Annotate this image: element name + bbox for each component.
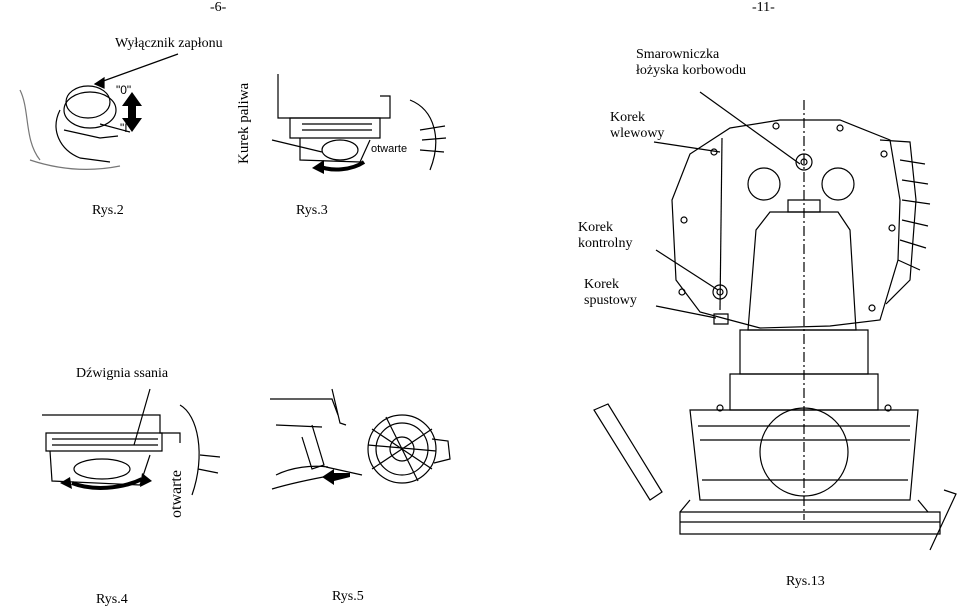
engine-front-view-illustration [580, 80, 960, 540]
curved-arrow-icon [312, 160, 324, 174]
drain-plug-label-line2: spustowy [584, 293, 637, 308]
fig4-caption: Rys.4 [96, 592, 128, 607]
check-plug-label-line1: Korek [578, 220, 613, 235]
page-number-left: -6- [210, 0, 227, 15]
double-arrow-icon [122, 92, 142, 132]
fig4-title: Dźwignia ssania [76, 366, 169, 381]
check-plug-label-line2: kontrolny [578, 236, 633, 251]
fig3-open-label: otwarte [371, 143, 408, 155]
fig3-vertical-label: Kurek paliwa [236, 82, 252, 164]
drain-plug-label-line1: Korek [584, 277, 619, 292]
fig3-caption: Rys.3 [296, 203, 328, 218]
fuel-valve-illustration [260, 70, 460, 174]
ignition-off-mark: "0" [116, 83, 131, 97]
fig4-open-label: otwarte [168, 470, 185, 518]
fill-plug-label-line1: Korek [610, 110, 645, 125]
page-number-right: -11- [752, 0, 775, 15]
lubricator-label-line1: Smarowniczka [636, 47, 720, 62]
ignition-switch-illustration: "0" "I" [0, 40, 240, 190]
pull-arrow-icon [322, 469, 350, 485]
fig2-caption: Rys.2 [92, 203, 124, 218]
fig13-caption: Rys.13 [786, 574, 825, 589]
ignition-on-mark: "I" [120, 121, 132, 135]
lubricator-label-line2: łożyska korbowodu [636, 63, 747, 78]
fig5-caption: Rys.5 [332, 589, 364, 604]
fig2-title: Wyłącznik zapłonu [115, 36, 223, 51]
recoil-starter-illustration [262, 385, 462, 515]
curved-arrow-icon [140, 473, 152, 487]
choke-lever-illustration [30, 385, 230, 515]
fill-plug-label-line2: wlewowy [610, 126, 665, 141]
